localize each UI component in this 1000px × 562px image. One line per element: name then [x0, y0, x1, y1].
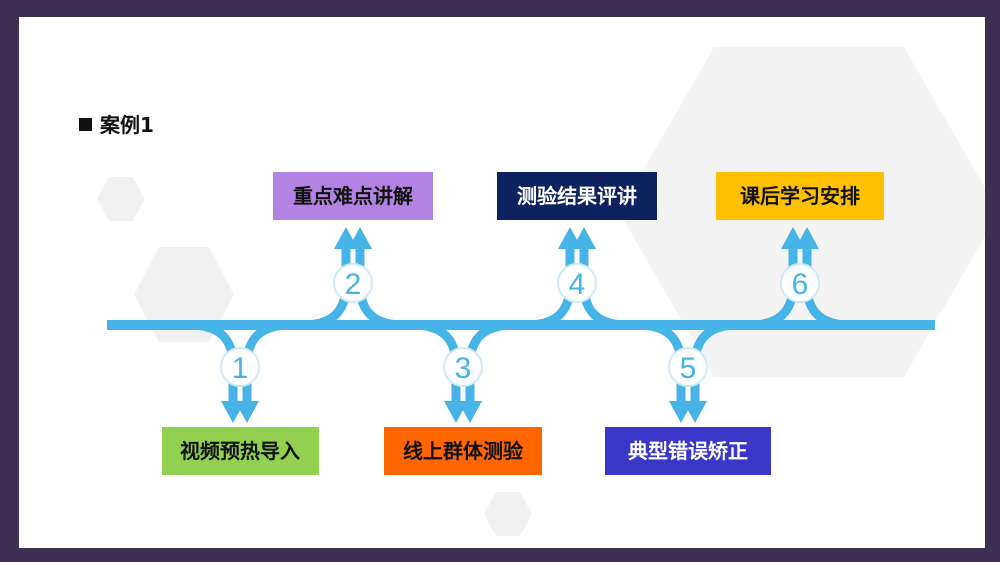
step-number-circle [668, 347, 708, 387]
step-box-5: 典型错误矫正 [605, 427, 771, 475]
step-number: 5 [680, 352, 697, 385]
step-number-circle [220, 347, 260, 387]
step-box-2: 重点难点讲解 [273, 172, 433, 220]
slide-title: 案例1 [79, 109, 154, 138]
step-number: 3 [455, 352, 472, 385]
flow-diagram: 1 2 3 4 5 6 [107, 227, 935, 423]
step-box-3: 线上群体测验 [384, 427, 542, 475]
arrow-head-icon [458, 401, 482, 423]
step-number: 1 [232, 352, 249, 385]
step-number: 2 [345, 268, 362, 301]
step-number: 6 [792, 268, 809, 301]
step-box-4: 测验结果评讲 [497, 172, 657, 220]
step-box-6: 课后学习安排 [716, 172, 884, 220]
arrow-head-icon [235, 401, 259, 423]
arrow-head-icon [348, 227, 372, 249]
arrow-head-icon [795, 227, 819, 249]
step-box-1: 视频预热导入 [161, 427, 319, 475]
square-bullet-icon [79, 118, 92, 131]
title-text: 案例1 [100, 113, 154, 137]
slide: 案例1 1 2 3 4 5 6 视频预热导入 重点难点讲解线上群体测验 测验结果评讲典型错误矫… [19, 17, 985, 548]
step-number-circle [333, 263, 373, 303]
arrow-head-icon [572, 227, 596, 249]
main-timeline [107, 320, 935, 330]
step-number-circle [557, 263, 597, 303]
step-number: 4 [569, 268, 586, 301]
step-number-circle [780, 263, 820, 303]
step-number-circle [443, 347, 483, 387]
arrow-head-icon [683, 401, 707, 423]
